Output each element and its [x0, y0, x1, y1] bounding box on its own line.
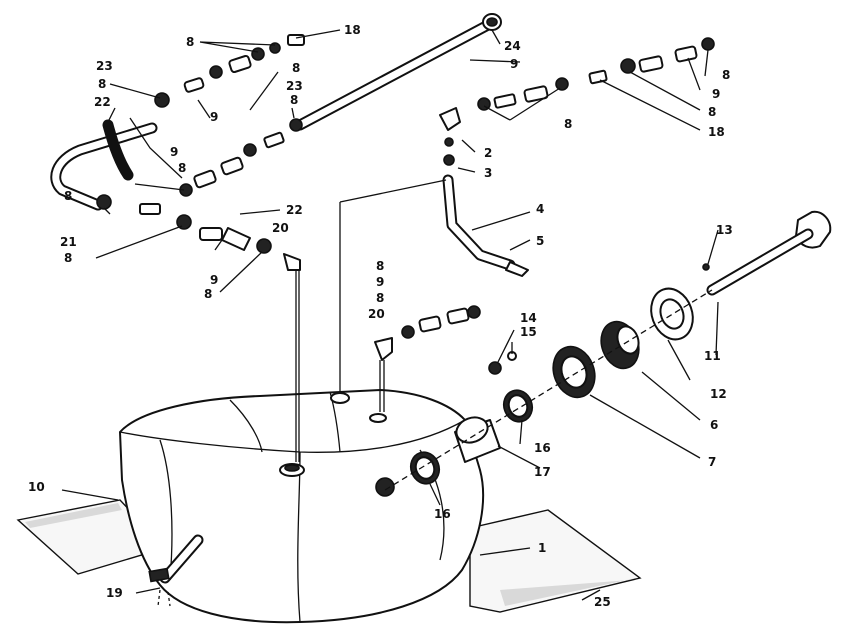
filler-hose	[454, 416, 501, 463]
filler-cap	[702, 210, 832, 296]
callout-8-b: 8	[98, 77, 106, 91]
callout-21: 21	[60, 235, 77, 249]
clamp-lower	[409, 451, 441, 485]
callout-8-d: 8	[290, 93, 298, 107]
callout-5: 5	[536, 234, 544, 248]
filler-grommet	[600, 320, 640, 370]
callout-24: 24	[504, 39, 521, 53]
callout-4: 4	[536, 202, 544, 216]
callout-8-a: 8	[186, 35, 194, 49]
fitting-chain-lower	[96, 194, 301, 271]
callout-10: 10	[28, 480, 45, 494]
callout-20-a: 20	[272, 221, 289, 235]
callout-23-b: 23	[286, 79, 303, 93]
callout-2: 2	[484, 146, 492, 160]
callout-9-e: 9	[712, 87, 720, 101]
callout-3: 3	[484, 166, 492, 180]
callout-22-b: 22	[286, 203, 303, 217]
callout-9-c: 9	[210, 273, 218, 287]
callout-16-a: 16	[434, 507, 451, 521]
callout-9-f: 9	[376, 275, 384, 289]
callout-20-b: 20	[368, 307, 385, 321]
callout-9-a: 9	[210, 110, 218, 124]
clamp-upper	[502, 389, 534, 423]
callout-18-b: 18	[708, 125, 725, 139]
callout-7: 7	[708, 455, 716, 469]
callout-1: 1	[538, 541, 546, 555]
callout-8-f: 8	[64, 189, 72, 203]
callout-15: 15	[520, 325, 537, 339]
filler-flange	[650, 287, 694, 341]
vent-hose-loop	[50, 119, 158, 211]
callout-8-c: 8	[292, 61, 300, 75]
fuel-tank	[119, 389, 485, 624]
vent-riser-short	[374, 305, 481, 412]
vent-drop-right	[339, 137, 529, 392]
callout-11: 11	[704, 349, 721, 363]
callout-8-l: 8	[376, 259, 384, 273]
fitting-chain-middle	[179, 118, 303, 197]
vent-line-long	[294, 13, 502, 131]
callout-13: 13	[716, 223, 733, 237]
callout-18-a: 18	[344, 23, 361, 37]
callout-17: 17	[534, 465, 551, 479]
callout-9-b: 9	[170, 145, 178, 159]
callout-16-b: 16	[534, 441, 551, 455]
callout-23-a: 23	[96, 59, 113, 73]
callout-12: 12	[710, 387, 727, 401]
leader-lines	[61, 29, 719, 601]
callout-8-m: 8	[376, 291, 384, 305]
callout-22-a: 22	[94, 95, 111, 109]
callout-6: 6	[710, 418, 718, 432]
drain-hose	[148, 534, 204, 607]
callout-8-g: 8	[64, 251, 72, 265]
callout-19: 19	[106, 586, 123, 600]
fitting-chain-upper	[154, 34, 305, 108]
nut-and-washer	[488, 351, 517, 375]
callout-8-h: 8	[204, 287, 212, 301]
callout-8-k: 8	[722, 68, 730, 82]
vent-drop-line	[295, 270, 300, 462]
callout-8-e: 8	[178, 161, 186, 175]
filler-gasket	[552, 345, 596, 399]
assembly-axis	[384, 289, 713, 491]
callout-25: 25	[594, 595, 611, 609]
callout-9-d: 9	[510, 57, 518, 71]
pad-right	[469, 509, 642, 613]
callout-8-j: 8	[708, 105, 716, 119]
callout-8-i: 8	[564, 117, 572, 131]
callout-14: 14	[520, 311, 537, 325]
